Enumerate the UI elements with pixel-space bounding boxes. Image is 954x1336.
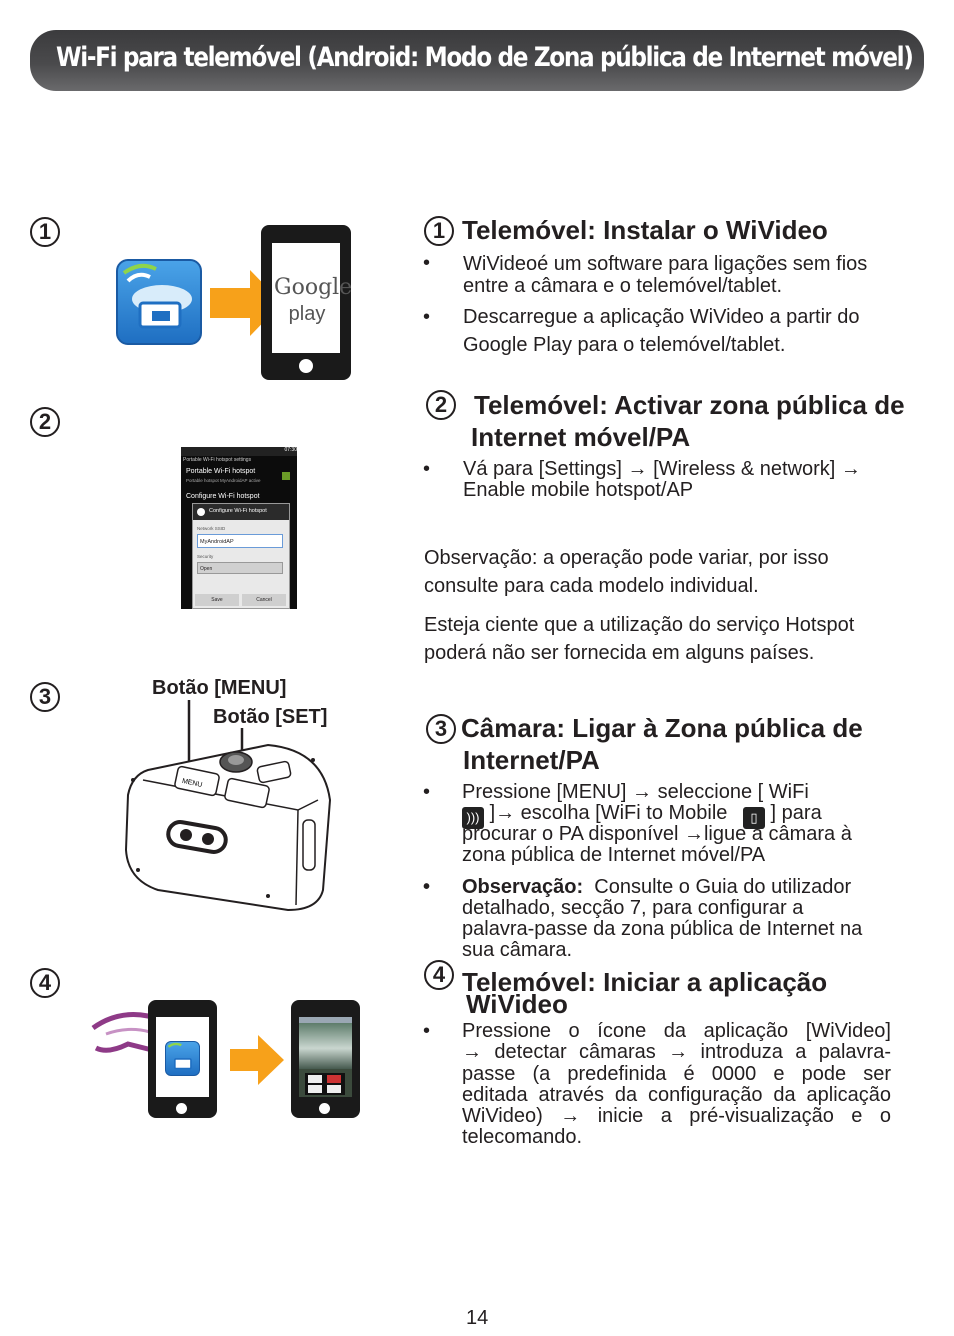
- record-icon: [327, 1075, 341, 1083]
- section2-note-line2: consulte para cada modelo individual.: [424, 575, 759, 597]
- section4-bullet1-line6: telecomando.: [462, 1126, 583, 1149]
- section2-bullet1-line2: Enable mobile hotspot/AP: [463, 479, 694, 501]
- section3-bullet2-line3: palavra-passe da zona pública de Interne…: [462, 918, 863, 940]
- section2-title-line2: Internet móvel/PA: [471, 422, 691, 452]
- section1-bullet2-line2: Google Play para o telemóvel/tablet.: [463, 334, 786, 356]
- section4-title-line1: Telemóvel: Iniciar a aplicação: [462, 967, 828, 997]
- section3-bullet2-bold: Observação:: [462, 876, 584, 898]
- phone-screen: [156, 1017, 209, 1097]
- section3-bullet1-line2b: ] para: [770, 802, 822, 824]
- hotspot-item-title: Portable Wi-Fi hotspot: [186, 468, 256, 475]
- ssid-input: MyAndroidAP: [197, 534, 283, 548]
- section3-bullet1-line2a: ]→ escolha [WiFi to Mobile: [489, 802, 728, 824]
- section4-bullet1: Pressione o ícone da aplicação [WiVideo]…: [462, 1020, 891, 1149]
- section3-bullet1-line3: procurar o PA disponível →ligue a câmara…: [462, 823, 852, 845]
- wifi-icon: ))): [462, 807, 484, 829]
- section4-number: 4: [424, 960, 454, 990]
- bullet-icon: •: [423, 1020, 431, 1042]
- section3-number: 3: [426, 714, 456, 744]
- wivideo-app-icon: [165, 1041, 200, 1076]
- section3-title-line1: Câmara: Ligar à Zona pública de: [461, 713, 863, 743]
- section4-bullet1-line1: Pressione o ícone da aplicação [WiVideo]: [462, 1020, 891, 1042]
- step-number-2: 2: [30, 407, 60, 437]
- section3-bullet2-line1: Observação: Consulte o Guia do utilizado…: [462, 877, 851, 898]
- step-number-1: 1: [30, 217, 60, 247]
- preview-image: [299, 1023, 352, 1069]
- status-time: 07:30: [284, 447, 297, 453]
- section4-bullet1-line3: passe (a predefinida é 0000 e pode ser: [462, 1062, 891, 1085]
- section1-title: Telemóvel: Instalar o WiVideo: [462, 215, 828, 245]
- section3-title-line2: Internet/PA: [463, 745, 600, 775]
- section2-bullet1-line1: Vá para [Settings] → [Wireless & network…: [463, 458, 861, 480]
- app-titlebar: [299, 1017, 352, 1023]
- camera-icon: [327, 1085, 341, 1093]
- section4-bullet1-line5: WiVideo) → inicie a pré-visualização e o: [462, 1105, 891, 1128]
- security-label: Security: [197, 554, 214, 559]
- settings-header: Portable Wi-Fi hotspot settings: [183, 457, 252, 463]
- camera-illustration: MENU: [124, 700, 332, 912]
- section3-bullet1-line2: ))) ]→ escolha [WiFi to Mobile ▯ ] para: [462, 803, 822, 829]
- configure-dialog: Configure Wi-Fi hotspot Network SSID MyA…: [192, 503, 290, 609]
- bullet-icon: •: [423, 306, 431, 328]
- wide-icon: [308, 1085, 322, 1093]
- wivideo-app-icon: [116, 259, 202, 345]
- remote-controls: [305, 1073, 345, 1095]
- section1-bullet1-line1: WiVideoé um software para ligações sem f…: [463, 253, 868, 275]
- cancel-button: Cancel: [242, 594, 286, 606]
- google-play-logo-text: Google: [274, 275, 353, 300]
- section3-bullet1-line1: Pressione [MENU] → seleccione [ WiFi: [462, 781, 809, 803]
- menu-button-label: Botão [MENU]: [152, 677, 287, 699]
- section3-bullet2-line2: detalhado, secção 7, para configurar a: [462, 897, 804, 919]
- dialog-title: Configure Wi-Fi hotspot: [209, 508, 267, 514]
- home-button-icon: [176, 1103, 187, 1114]
- bullet-icon: •: [423, 458, 431, 480]
- ssid-label: Network SSID: [197, 526, 226, 531]
- hotspot-item-sub: Portable hotspot MyAndroidAP active: [186, 478, 261, 483]
- phone-illustration-2: [148, 1000, 217, 1118]
- section3-bullet2-line4: sua câmara.: [462, 939, 573, 961]
- home-button-icon: [319, 1103, 330, 1114]
- section2-warning-line1: Esteja ciente que a utilização do serviç…: [424, 614, 855, 636]
- checkbox-checked-icon: [282, 472, 290, 480]
- phone-illustration-3: [291, 1000, 360, 1118]
- section4-bullet1-line2: → detectar câmaras → introduza a palavra…: [462, 1041, 891, 1064]
- section3-bullet2-text: Consulte o Guia do utilizador: [594, 876, 852, 898]
- home-button-icon: [299, 359, 313, 373]
- section1-number: 1: [424, 216, 454, 246]
- page-number: 14: [466, 1307, 489, 1329]
- tele-icon: [308, 1075, 322, 1083]
- section2-warning-line2: poderá não ser fornecida em alguns paíse…: [424, 642, 815, 664]
- section1-bullet1-line2: entre a câmara e o telemóvel/tablet.: [463, 275, 783, 297]
- save-button: Save: [195, 594, 239, 606]
- section4-title-line2: WiVideo: [466, 989, 568, 1019]
- section1-bullet2-line1: Descarregue a aplicação WiVideo a partir…: [463, 306, 860, 328]
- phone-illustration-1: Google play: [261, 225, 353, 380]
- step-number-4: 4: [30, 968, 60, 998]
- step-number-3: 3: [30, 682, 60, 712]
- configure-item-title: Configure Wi-Fi hotspot: [186, 493, 260, 500]
- page-title: Wi-Fi para telemóvel (Android: Modo de Z…: [56, 42, 914, 73]
- live-preview-screen: [299, 1017, 352, 1097]
- section2-note-line1: Observação: a operação pode variar, por …: [424, 547, 829, 569]
- google-play-logo-subtext: play: [288, 303, 326, 325]
- arrow-right-icon: [230, 1035, 284, 1085]
- section3-bullet1-line4: zona pública de Internet móvel/PA: [462, 844, 766, 866]
- bullet-icon: •: [423, 876, 431, 898]
- wifi-to-mobile-icon: ▯: [742, 807, 765, 829]
- dialog-titlebar: Configure Wi-Fi hotspot: [193, 504, 289, 520]
- status-bar: 07:30: [181, 447, 297, 456]
- bullet-icon: •: [423, 252, 431, 274]
- bullet-icon: •: [423, 781, 431, 803]
- info-icon: [197, 508, 205, 516]
- set-button-label: Botão [SET]: [213, 706, 328, 728]
- phone-screen: Google play: [272, 243, 353, 353]
- section4-bullet1-line4: editada através da configuração da aplic…: [462, 1083, 891, 1106]
- camera-menu-text: MENU: [181, 778, 203, 789]
- android-hotspot-screenshot: 07:30 Portable Wi-Fi hotspot settings Po…: [181, 447, 297, 609]
- page-header-bar: Wi-Fi para telemóvel (Android: Modo de Z…: [30, 30, 924, 91]
- section2-number: 2: [426, 390, 456, 420]
- section2-title-line1: Telemóvel: Activar zona pública de: [474, 390, 905, 420]
- security-select: Open: [197, 562, 283, 574]
